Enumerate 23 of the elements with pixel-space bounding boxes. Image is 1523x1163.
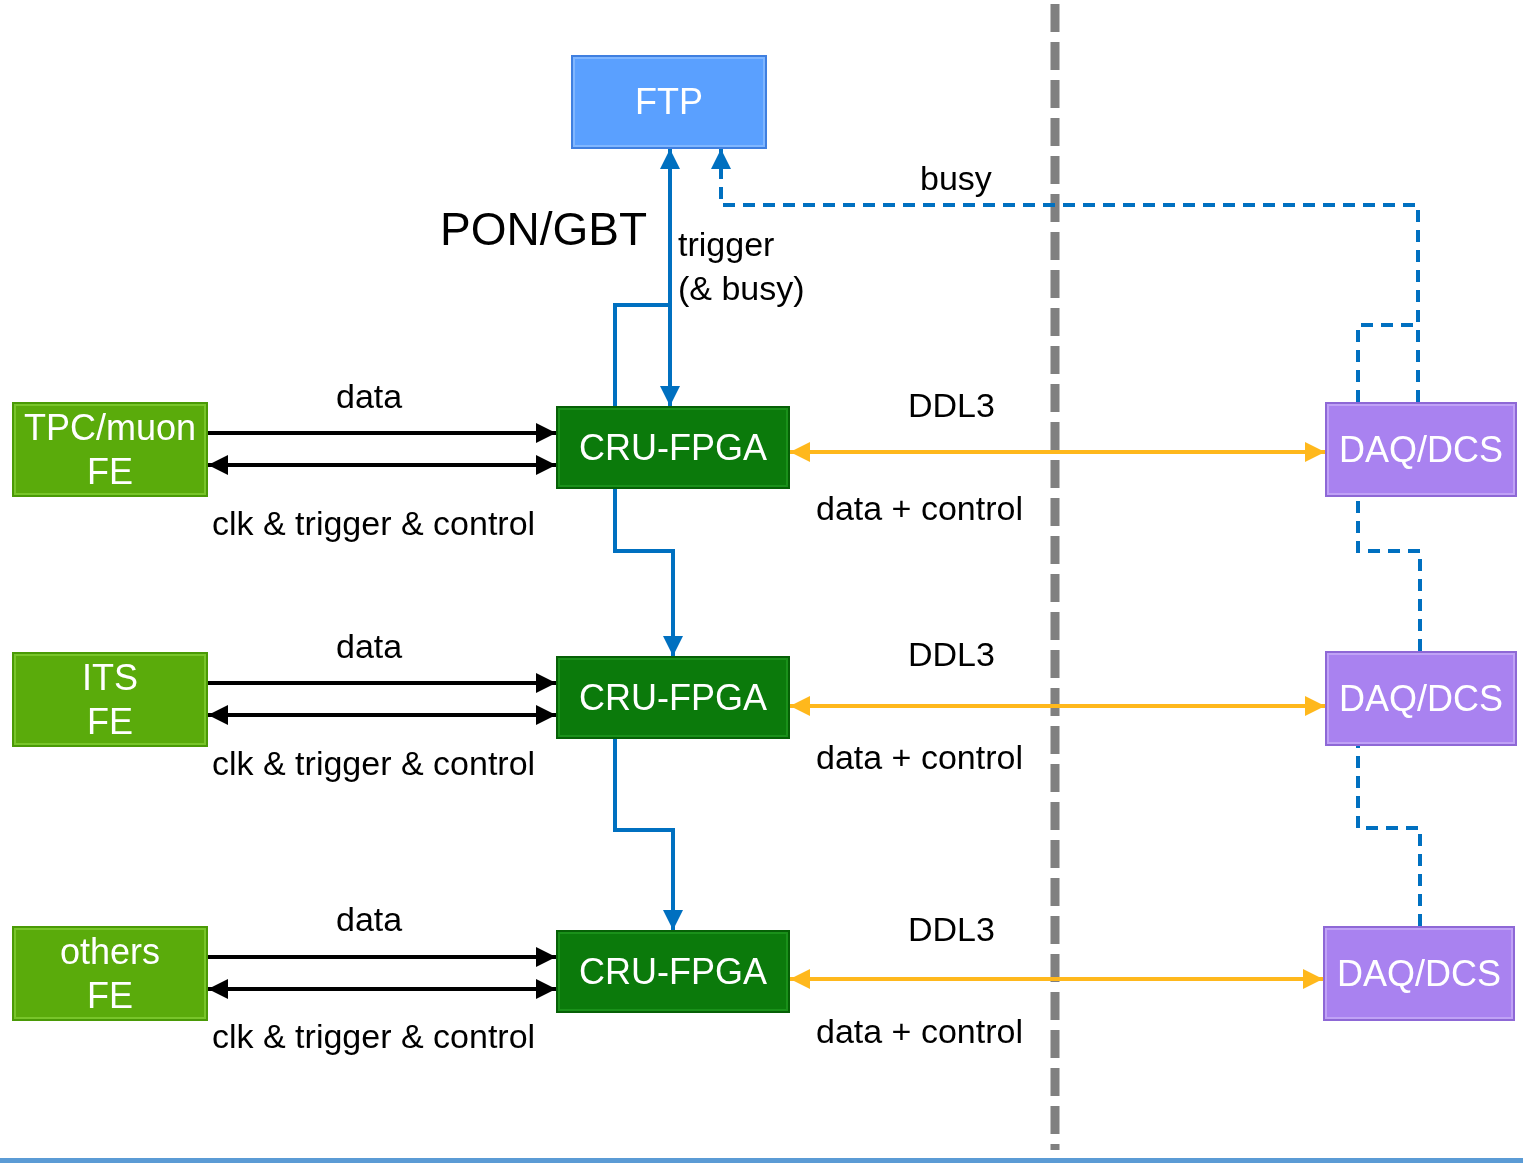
process-box: TPC/muon FE bbox=[12, 402, 208, 497]
arrow bbox=[208, 673, 556, 693]
process-box: CRU-FPGA bbox=[556, 930, 790, 1013]
process-box: CRU-FPGA bbox=[556, 406, 790, 489]
process-box: ITS FE bbox=[12, 652, 208, 747]
process-box: DAQ/DCS bbox=[1325, 402, 1517, 497]
arrow bbox=[208, 455, 556, 475]
arrow bbox=[790, 696, 1325, 716]
arrow bbox=[613, 489, 683, 656]
arrow bbox=[613, 739, 683, 930]
process-box: DAQ/DCS bbox=[1325, 651, 1517, 746]
arrow bbox=[208, 705, 556, 725]
process-box: FTP bbox=[571, 55, 767, 149]
arrow bbox=[613, 147, 680, 408]
process-box: CRU-FPGA bbox=[556, 656, 790, 739]
arrow bbox=[208, 947, 556, 967]
process-box: DAQ/DCS bbox=[1323, 926, 1515, 1021]
arrow bbox=[208, 979, 556, 999]
process-box: others FE bbox=[12, 926, 208, 1021]
arrow bbox=[790, 442, 1325, 462]
arrow bbox=[208, 423, 556, 443]
arrow bbox=[790, 969, 1323, 989]
arrow bbox=[711, 147, 1420, 404]
